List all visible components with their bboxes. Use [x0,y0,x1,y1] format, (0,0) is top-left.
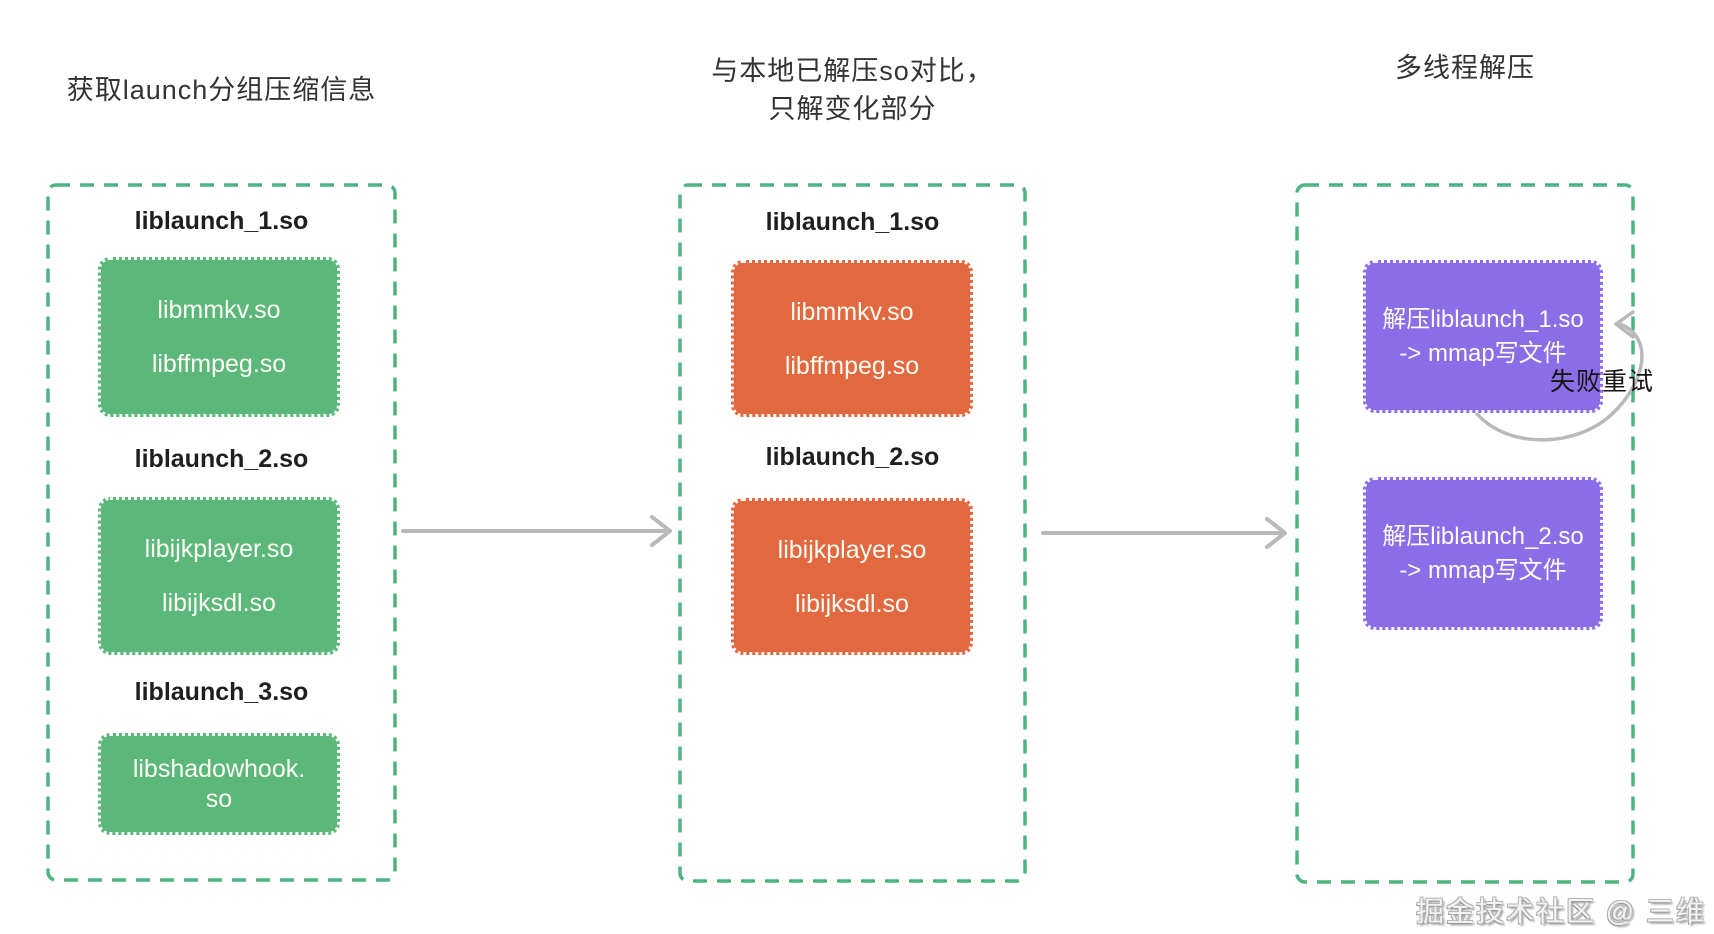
unzip-task-line: -> mmap写文件 [1399,339,1567,367]
group-header-liblaunch-3: liblaunch_3.so [134,678,309,706]
group-header-liblaunch-1: liblaunch_1.so [134,207,309,235]
diff-box-liblaunch-2: libijkplayer.so libijksdl.so [731,498,973,655]
middle-column-title: 与本地已解压so对比， 只解变化部分 [655,52,1050,128]
group-header-diff-liblaunch-2: liblaunch_2.so [765,443,940,471]
lib-item: libmmkv.so [790,297,914,326]
lib-item: libshadowhook.so [132,755,306,813]
group-box-liblaunch-3: libshadowhook.so [98,733,340,835]
group-header-diff-liblaunch-1: liblaunch_1.so [765,208,940,236]
middle-column-title-line1: 与本地已解压so对比， [711,56,994,86]
retry-label: 失败重试 [1550,368,1655,396]
unzip-task-box-2: 解压liblaunch_2.so -> mmap写文件 [1363,477,1603,630]
lib-item: libffmpeg.so [784,351,920,380]
lib-item: libmmkv.so [157,296,281,324]
unzip-task-line: 解压liblaunch_2.so [1382,522,1584,550]
right-column-dashed-frame [1295,183,1635,884]
flow-arrow-middle-to-right [1041,517,1287,549]
retry-loop-arrow [1475,310,1644,442]
unzip-task-line: -> mmap写文件 [1399,556,1567,584]
unzip-task-line: 解压liblaunch_1.so [1382,305,1584,333]
middle-column-title-line2: 只解变化部分 [768,94,937,124]
lib-item: libijkplayer.so [144,535,294,563]
flow-arrow-left-to-middle [401,515,672,547]
lib-item: libffmpeg.so [151,350,287,378]
left-column-title: 获取launch分组压缩信息 [66,75,377,105]
diff-box-liblaunch-1: libmmkv.so libffmpeg.so [731,260,973,417]
right-column-title: 多线程解压 [1395,53,1535,83]
left-column-dashed-frame [46,183,397,882]
group-header-liblaunch-2: liblaunch_2.so [134,445,309,473]
lib-item: libijksdl.so [162,589,276,617]
group-box-liblaunch-2: libijkplayer.so libijksdl.so [98,497,340,655]
group-box-liblaunch-1: libmmkv.so libffmpeg.so [98,257,340,417]
watermark-text: 掘金技术社区 @ 三维 [1416,896,1706,927]
lib-item: libijkplayer.so [777,535,927,564]
lib-item: libijksdl.so [795,589,909,618]
unzip-task-box-1: 解压liblaunch_1.so -> mmap写文件 [1363,260,1603,413]
middle-column-dashed-frame [678,183,1027,883]
